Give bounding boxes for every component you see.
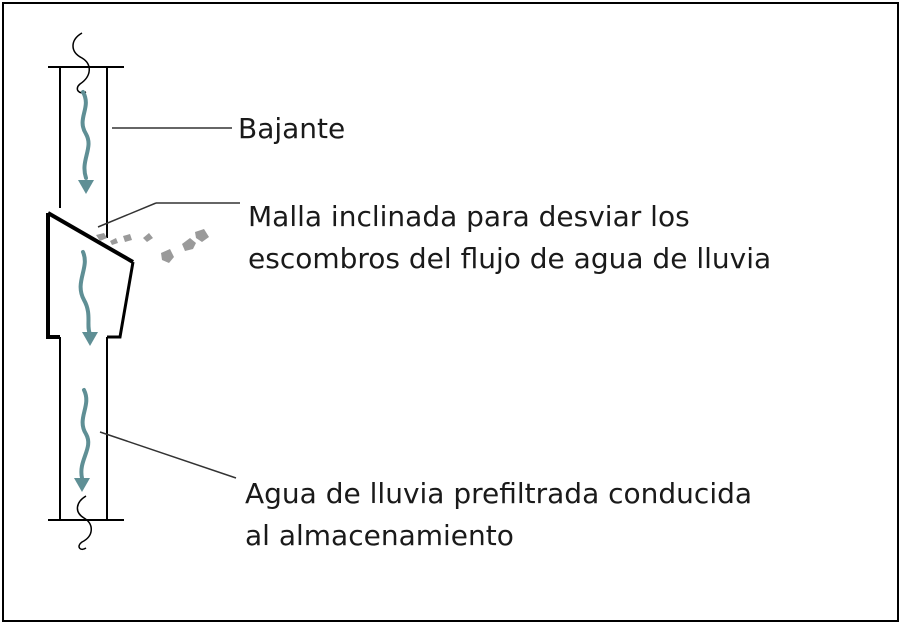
flow-arrow-middle bbox=[78, 250, 92, 336]
label-agua-line1: Agua de lluvia prefiltrada conducida bbox=[245, 477, 753, 510]
leader-lines bbox=[97, 127, 240, 479]
downspout-pipe-bottom bbox=[48, 337, 124, 521]
arrow-head-top bbox=[78, 180, 94, 194]
leader-agua bbox=[99, 431, 237, 479]
flow-arrow-top bbox=[80, 90, 91, 180]
label-bajante-text: Bajante bbox=[238, 112, 346, 145]
label-bajante: Bajante bbox=[238, 108, 345, 150]
label-malla: Malla inclinada para desviar los escombr… bbox=[248, 196, 771, 280]
downspout-pipe-top bbox=[48, 66, 124, 238]
break-symbol-top bbox=[72, 32, 90, 94]
label-malla-line1: Malla inclinada para desviar los bbox=[248, 200, 690, 233]
break-symbol-bottom bbox=[76, 495, 92, 551]
diverter-body bbox=[46, 211, 135, 339]
arrow-head-bottom bbox=[74, 478, 90, 492]
label-agua: Agua de lluvia prefiltrada conducida al … bbox=[245, 473, 752, 557]
inclined-mesh bbox=[96, 229, 209, 263]
label-agua-line2: al almacenamiento bbox=[245, 519, 514, 552]
label-malla-line2: escombros del flujo de agua de lluvia bbox=[248, 242, 772, 275]
flow-arrows bbox=[78, 90, 92, 480]
leader-malla bbox=[97, 202, 157, 228]
arrow-head-middle bbox=[82, 332, 98, 346]
flow-arrow-bottom bbox=[79, 388, 91, 480]
flow-arrow-heads bbox=[74, 180, 98, 492]
